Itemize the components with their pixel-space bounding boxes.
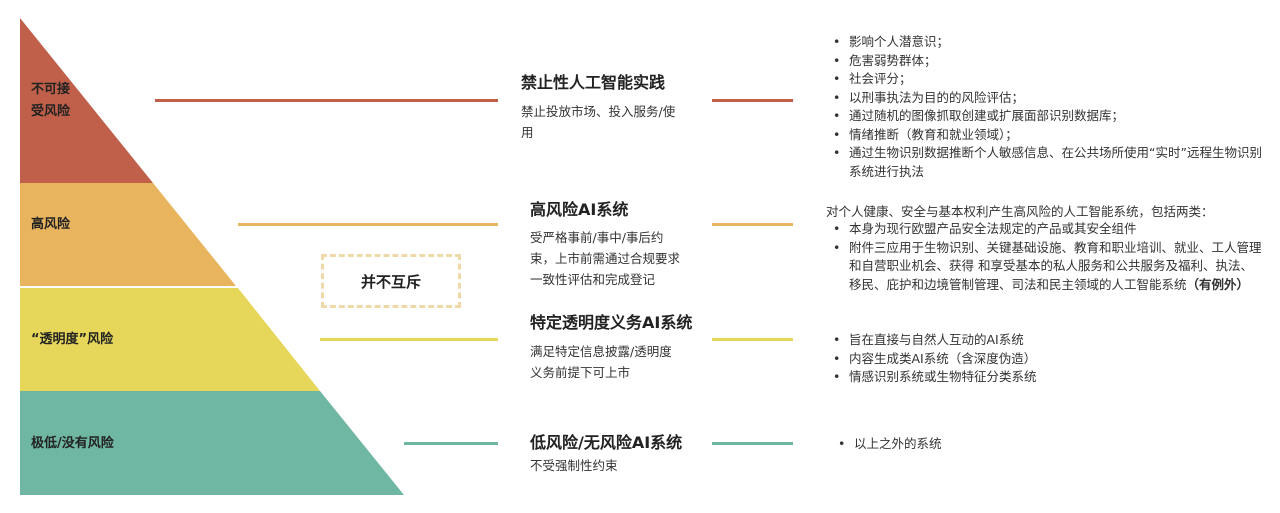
list-item: 通过随机的图像抓取创建或扩展面部识别数据库；: [833, 107, 1263, 126]
list-item: 本身为现行欧盟产品安全法规定的产品或其安全组件: [833, 220, 1263, 239]
title-minimal: 低风险/无风险AI系统: [530, 433, 683, 452]
list-item: 附件三应用于生物识别、关键基础设施、教育和职业培训、就业、工人管理和自营职业机会…: [833, 239, 1263, 295]
desc-transparency: 满足特定信息披露/透明度义务前提下可上市: [530, 344, 672, 380]
connector-right-unacceptable: [712, 99, 793, 102]
minimal-list: 以上之外的系统: [838, 435, 1268, 454]
transparency-list: 旨在直接与自然人互动的AI系统 内容生成类AI系统（含深度伪造） 情感识别系统或…: [833, 331, 1263, 387]
connector-unacceptable: [155, 99, 498, 102]
desc-unacceptable: 禁止投放市场、投入服务/使用: [521, 104, 676, 140]
level-label-unacceptable: 不可接受风险: [31, 82, 71, 119]
connector-high: [238, 223, 498, 226]
exception-note: （有例外）: [1186, 276, 1250, 292]
connector-transparency: [320, 338, 498, 341]
list-item: 以上之外的系统: [838, 435, 1268, 454]
level-label-minimal: 极低/没有风险: [31, 436, 114, 451]
list-item: 旨在直接与自然人互动的AI系统: [833, 331, 1263, 350]
pyramid-tier-transparency: [20, 288, 320, 391]
list-item-text: 附件三应用于生物识别、关键基础设施、教育和职业培训、就业、工人管理和自营职业机会…: [849, 239, 1262, 292]
connector-right-transparency: [712, 338, 793, 341]
list-item: 内容生成类AI系统（含深度伪造）: [833, 350, 1263, 369]
connector-right-minimal: [712, 442, 793, 445]
desc-minimal: 不受强制性约束: [530, 458, 618, 473]
list-item: 通过生物识别数据推断个人敏感信息、在公共场所使用“实时”远程生物识别系统进行执法: [833, 144, 1263, 181]
title-unacceptable: 禁止性人工智能实践: [521, 73, 666, 92]
list-item: 社会评分；: [833, 70, 1263, 89]
list-item: 影响个人潜意识；: [833, 33, 1263, 52]
pyramid-tier-unacceptable: [20, 18, 153, 183]
high-intro: 对个人健康、安全与基本权利产生高风险的人工智能系统，包括两类：: [826, 204, 1214, 219]
connector-right-high: [712, 223, 793, 226]
pyramid-tier-minimal: [20, 391, 404, 495]
pyramid-tier-high: [20, 183, 236, 286]
title-high: 高风险AI系统: [530, 200, 629, 219]
not-exclusive-note: 并不互斥: [321, 254, 461, 308]
level-label-transparency: “透明度”风险: [31, 332, 114, 347]
unacceptable-list: 影响个人潜意识； 危害弱势群体； 社会评分； 以刑事执法为目的的风险评估； 通过…: [833, 33, 1263, 181]
risk-pyramid: [20, 18, 404, 495]
list-item: 情绪推断（教育和就业领域）；: [833, 126, 1263, 145]
list-item: 情感识别系统或生物特征分类系统: [833, 368, 1263, 387]
list-item: 危害弱势群体；: [833, 52, 1263, 71]
title-transparency: 特定透明度义务AI系统: [530, 313, 693, 332]
desc-high: 受严格事前/事中/事后约束，上市前需通过合规要求一致性评估和完成登记: [530, 230, 681, 287]
level-label-high: 高风险: [31, 217, 71, 232]
high-list: 本身为现行欧盟产品安全法规定的产品或其安全组件 附件三应用于生物识别、关键基础设…: [833, 220, 1263, 294]
connector-minimal: [404, 442, 498, 445]
list-item: 以刑事执法为目的的风险评估；: [833, 89, 1263, 108]
